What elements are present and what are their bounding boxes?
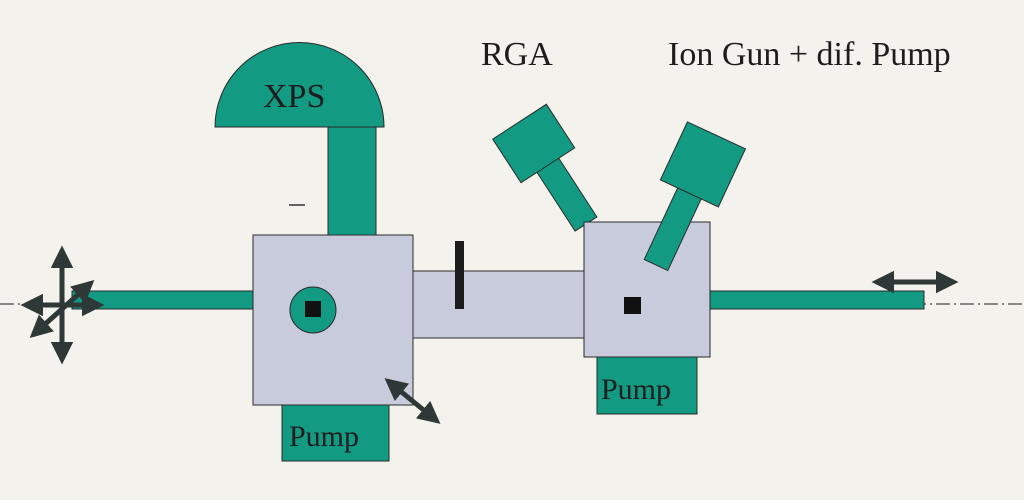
rga-label: RGA bbox=[481, 36, 553, 73]
manipulator-motion-arrows bbox=[20, 245, 105, 365]
xps-analyzer-dome bbox=[214, 42, 385, 128]
right-transfer-rod bbox=[709, 290, 925, 310]
left-pump bbox=[281, 400, 390, 462]
left-pump-label: Pump bbox=[289, 420, 359, 453]
right-chamber bbox=[583, 221, 711, 358]
rga-arm bbox=[492, 103, 598, 232]
sample-holder-right bbox=[624, 297, 641, 314]
ion-gun-label: Ion Gun + dif. Pump bbox=[668, 36, 951, 73]
right-pump-label: Pump bbox=[601, 373, 671, 406]
sample-holder-left bbox=[305, 301, 321, 317]
chamber-diagonal-arrow bbox=[384, 378, 441, 424]
ion-gun-arm bbox=[643, 121, 747, 272]
gate-valve bbox=[455, 241, 464, 309]
right-pump bbox=[596, 354, 698, 415]
connecting-tube bbox=[411, 270, 587, 339]
xps-label: XPS bbox=[263, 78, 325, 115]
xps-column bbox=[327, 126, 377, 236]
